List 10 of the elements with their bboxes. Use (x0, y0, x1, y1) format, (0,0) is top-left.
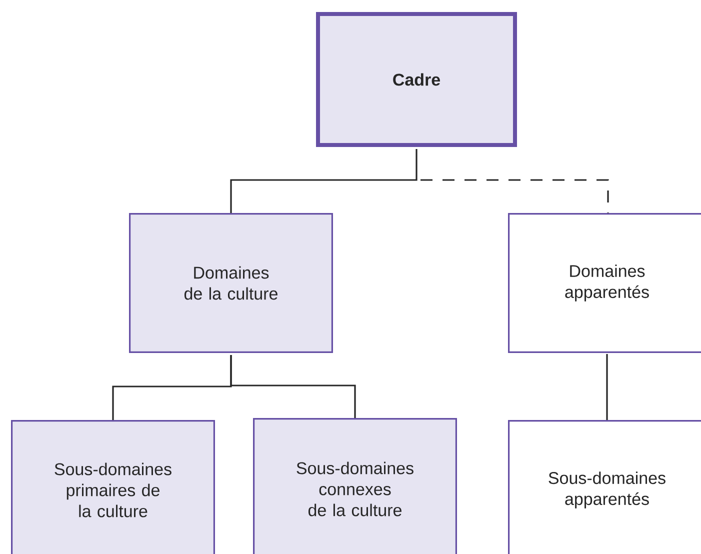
process-box: Sous-domaines primaires de la culture (11, 420, 215, 554)
connector-line (230, 355, 356, 418)
connector-line (230, 149, 418, 213)
process-box: Sous-domaines apparentés (508, 420, 701, 554)
process-box: Domaines de la culture (129, 213, 333, 353)
process-box: Domaines apparentés (508, 213, 701, 353)
top-box: Cadre (316, 12, 517, 147)
connector-line (420, 179, 609, 213)
connector-line (606, 354, 608, 420)
process-box: Sous-domaines connexes de la culture (253, 418, 457, 554)
